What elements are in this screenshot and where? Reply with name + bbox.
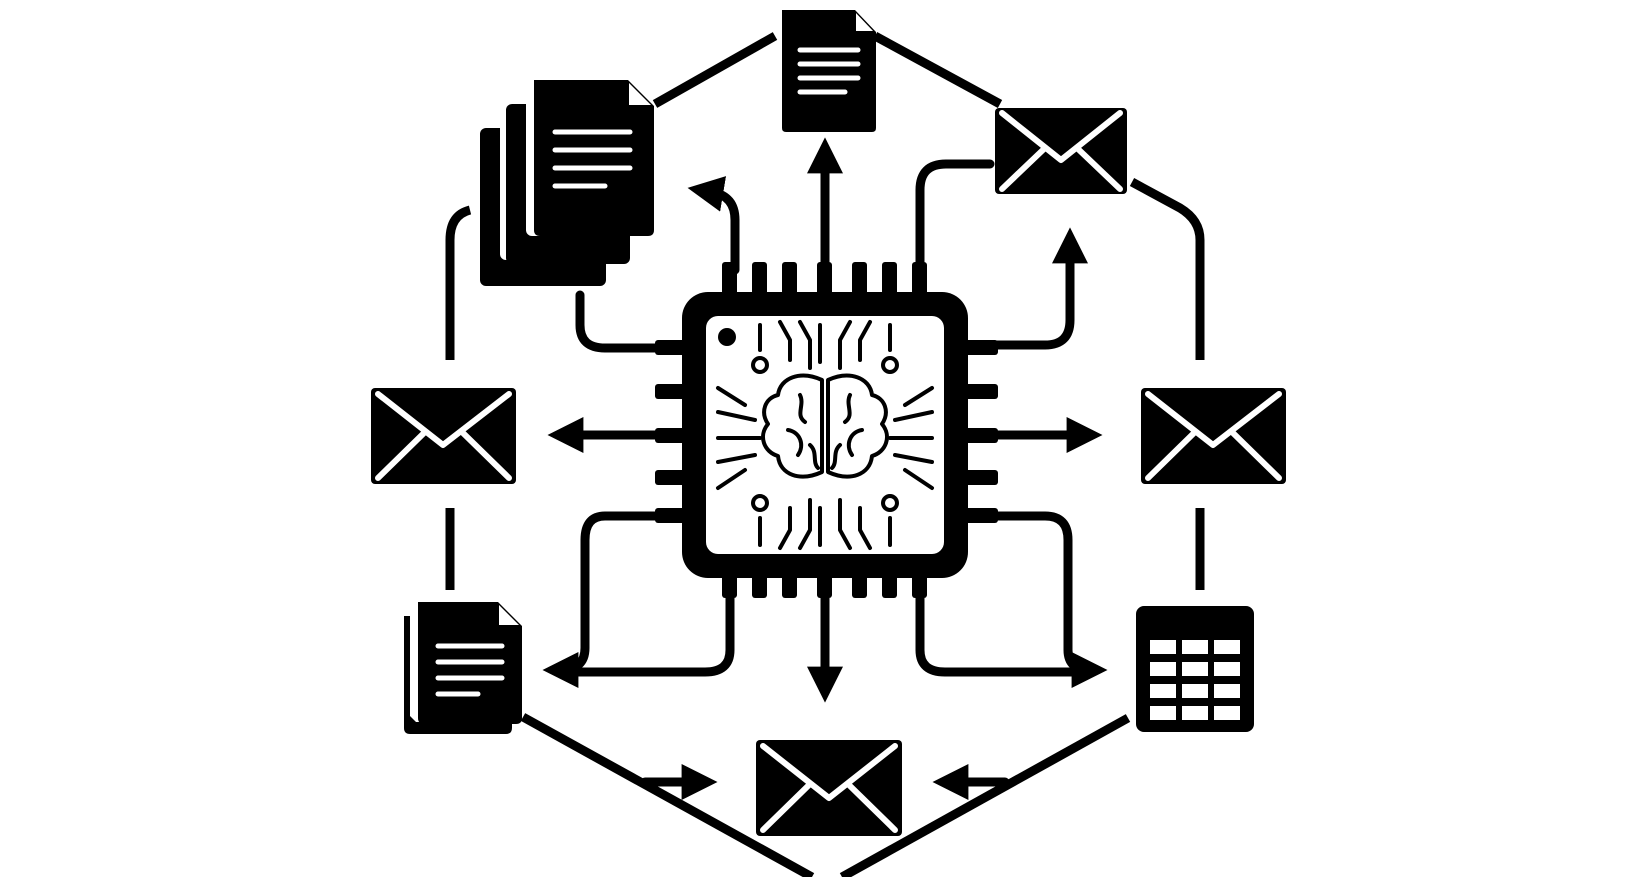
document-stack-icon [480, 80, 654, 286]
envelope-icon-left [371, 388, 516, 484]
envelope-icon-bottom [756, 740, 902, 836]
chip-top-pins [722, 262, 927, 298]
document-icon-top [782, 10, 876, 132]
ai-chip-icon [655, 262, 998, 598]
envelope-icon-top-right [995, 108, 1127, 194]
spreadsheet-icon [1136, 606, 1254, 732]
chip-circuit-traces [716, 320, 934, 550]
connection-wires [542, 137, 1108, 800]
envelope-icon-right [1141, 388, 1286, 484]
brain-icon [761, 373, 889, 479]
documents-icon-bottom-left [404, 602, 522, 734]
hexagon-frame [445, 32, 1205, 877]
